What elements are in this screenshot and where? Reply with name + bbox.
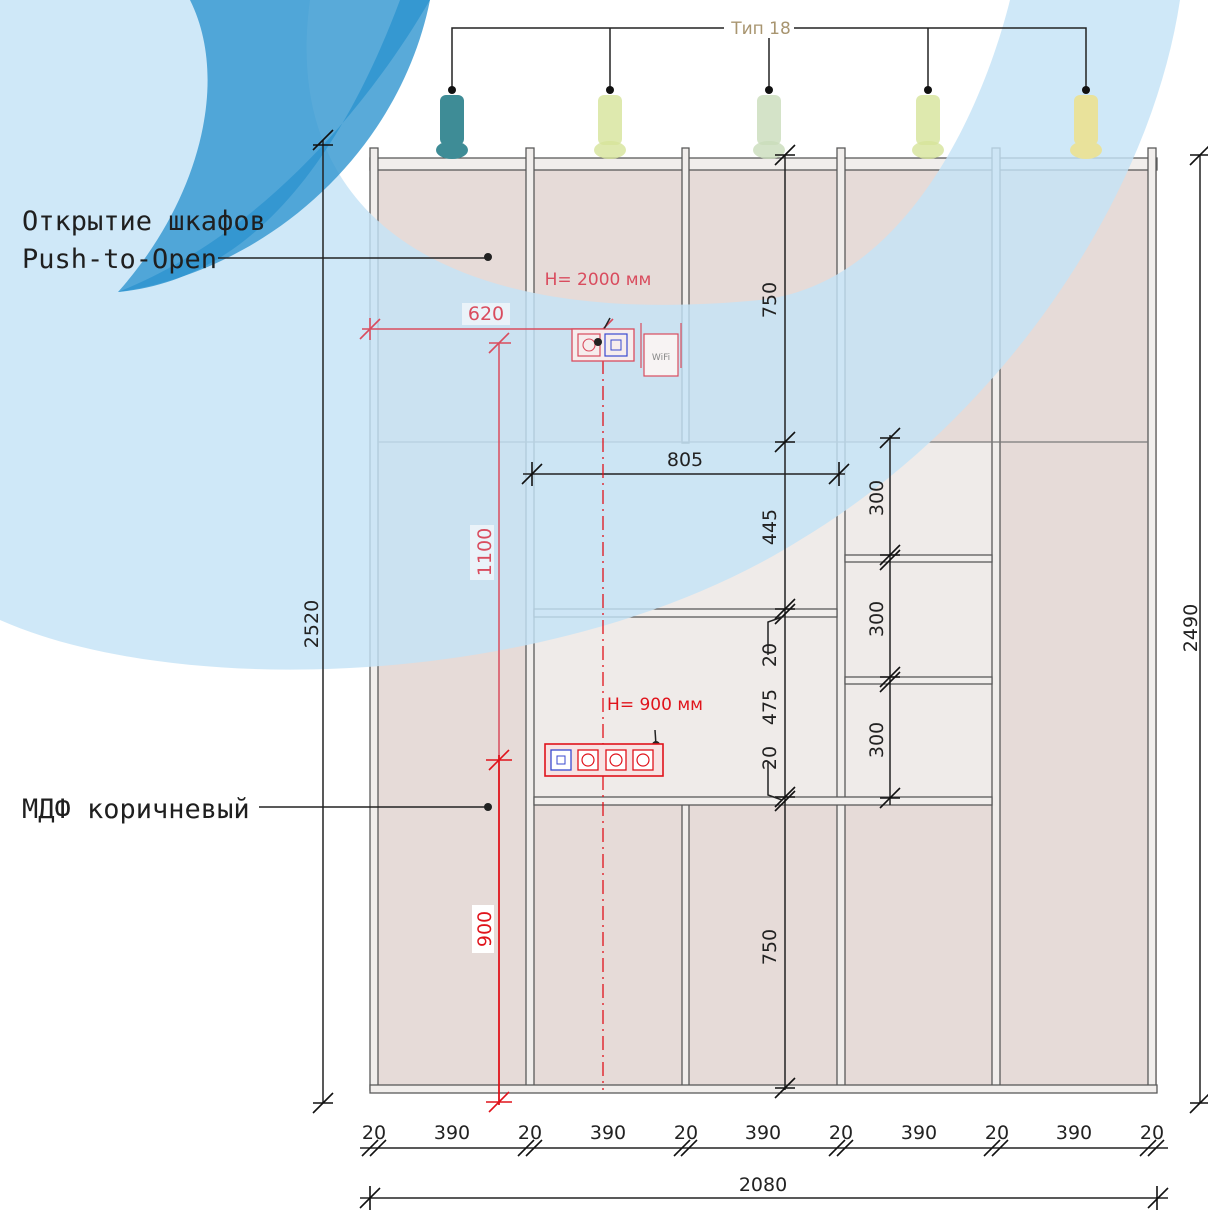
dim-total-height-right: 2490 [1180, 604, 1202, 652]
width-dimensions: 20 390 20 390 20 390 20 390 20 390 20 2080 [359, 1122, 1169, 1210]
dim-bottom-segment: 390 [590, 1122, 626, 1144]
dim-outlet-height-lower: 900 [474, 911, 496, 947]
dim-bottom-segment: 390 [901, 1122, 937, 1144]
dimension-tick [828, 1139, 846, 1157]
shelf [844, 676, 993, 685]
dim-bottom-segment: 20 [1140, 1122, 1164, 1144]
dim-shelf-2: 300 [866, 601, 888, 637]
dim-bottom-segment: 390 [1056, 1122, 1092, 1144]
dim-bottom-segment: 20 [985, 1122, 1009, 1144]
side-board [1147, 147, 1157, 1091]
material-label: МДФ коричневый [22, 794, 250, 825]
push-to-open-label-line1: Открытие шкафов [22, 206, 266, 237]
dimension-tick [680, 1139, 698, 1157]
dim-bottom-section: 750 [759, 929, 781, 965]
dimension-tick [1139, 1139, 1157, 1157]
dim-niche-width: 805 [667, 449, 703, 471]
niche-width-dimension: 805 [521, 449, 850, 486]
dim-board-2: 20 [759, 746, 781, 770]
dim-bottom-segment: 390 [434, 1122, 470, 1144]
dim-total-height-left: 2520 [301, 600, 323, 648]
dim-bottom-segment: 20 [362, 1122, 386, 1144]
lamp-icon [912, 86, 944, 159]
dimension-tick [983, 1139, 1001, 1157]
outlet-guides: 620 1100 900 [359, 303, 614, 1113]
push-to-open-label-line2: Push-to-Open [22, 244, 217, 275]
shelf-dimensions: 300 300 300 [866, 427, 901, 809]
lamp-icon [1070, 86, 1102, 159]
lower-outlet-height-note: H= 900 мм [607, 695, 703, 715]
dim-bottom-segment: 20 [829, 1122, 853, 1144]
network-socket-icon [550, 749, 572, 771]
upper-outlet-block: H= 2000 мм WiFi [545, 270, 682, 377]
dimension-tick [369, 1139, 387, 1157]
dim-top-section: 750 [759, 282, 781, 318]
dim-middle-lower: 475 [759, 689, 781, 725]
callouts: Открытие шкафов Push-to-Open МДФ коричне… [22, 206, 492, 825]
dimension-tick [525, 1139, 543, 1157]
dim-bottom-segment: 390 [745, 1122, 781, 1144]
dim-bottom-segment: 20 [674, 1122, 698, 1144]
dim-shelf-1: 300 [866, 480, 888, 516]
dimension-tick [1147, 1139, 1165, 1157]
socket-icon [632, 749, 654, 771]
dim-board-1: 20 [759, 643, 781, 667]
dim-bottom-segment: 20 [518, 1122, 542, 1144]
dimension-tick [361, 1139, 379, 1157]
light-fixtures: Тип 18 [436, 18, 1102, 159]
dim-middle-upper: 445 [759, 509, 781, 545]
wifi-router-icon: WiFi [640, 323, 682, 377]
dimension-tick [673, 1139, 691, 1157]
dimension-tick [991, 1139, 1009, 1157]
height-dimensions: 2520 2490 [301, 129, 1208, 1114]
dim-total-width: 2080 [739, 1174, 787, 1196]
network-socket-icon [604, 333, 628, 357]
fixture-type-label: Тип 18 [730, 19, 791, 39]
section-dimensions: 750 445 20 475 20 750 [759, 144, 796, 1099]
wifi-label: WiFi [652, 353, 670, 363]
door-divider [681, 800, 690, 1091]
dimension-tick [517, 1139, 535, 1157]
plinth [369, 1084, 1158, 1094]
lamp-icon [436, 86, 468, 159]
dim-outlet-height-upper: 1100 [474, 528, 496, 576]
upper-outlet-height-note: H= 2000 мм [545, 270, 652, 290]
shelf [844, 554, 993, 563]
dim-outlet-offset: 620 [468, 303, 504, 325]
socket-icon [605, 749, 627, 771]
shelf [533, 796, 993, 806]
lamp-icon [594, 86, 626, 159]
dim-shelf-3: 300 [866, 722, 888, 758]
socket-icon [577, 749, 599, 771]
lower-outlet-block: H= 900 мм [544, 695, 703, 777]
dimension-tick [836, 1139, 854, 1157]
lamp-icon [753, 86, 785, 159]
